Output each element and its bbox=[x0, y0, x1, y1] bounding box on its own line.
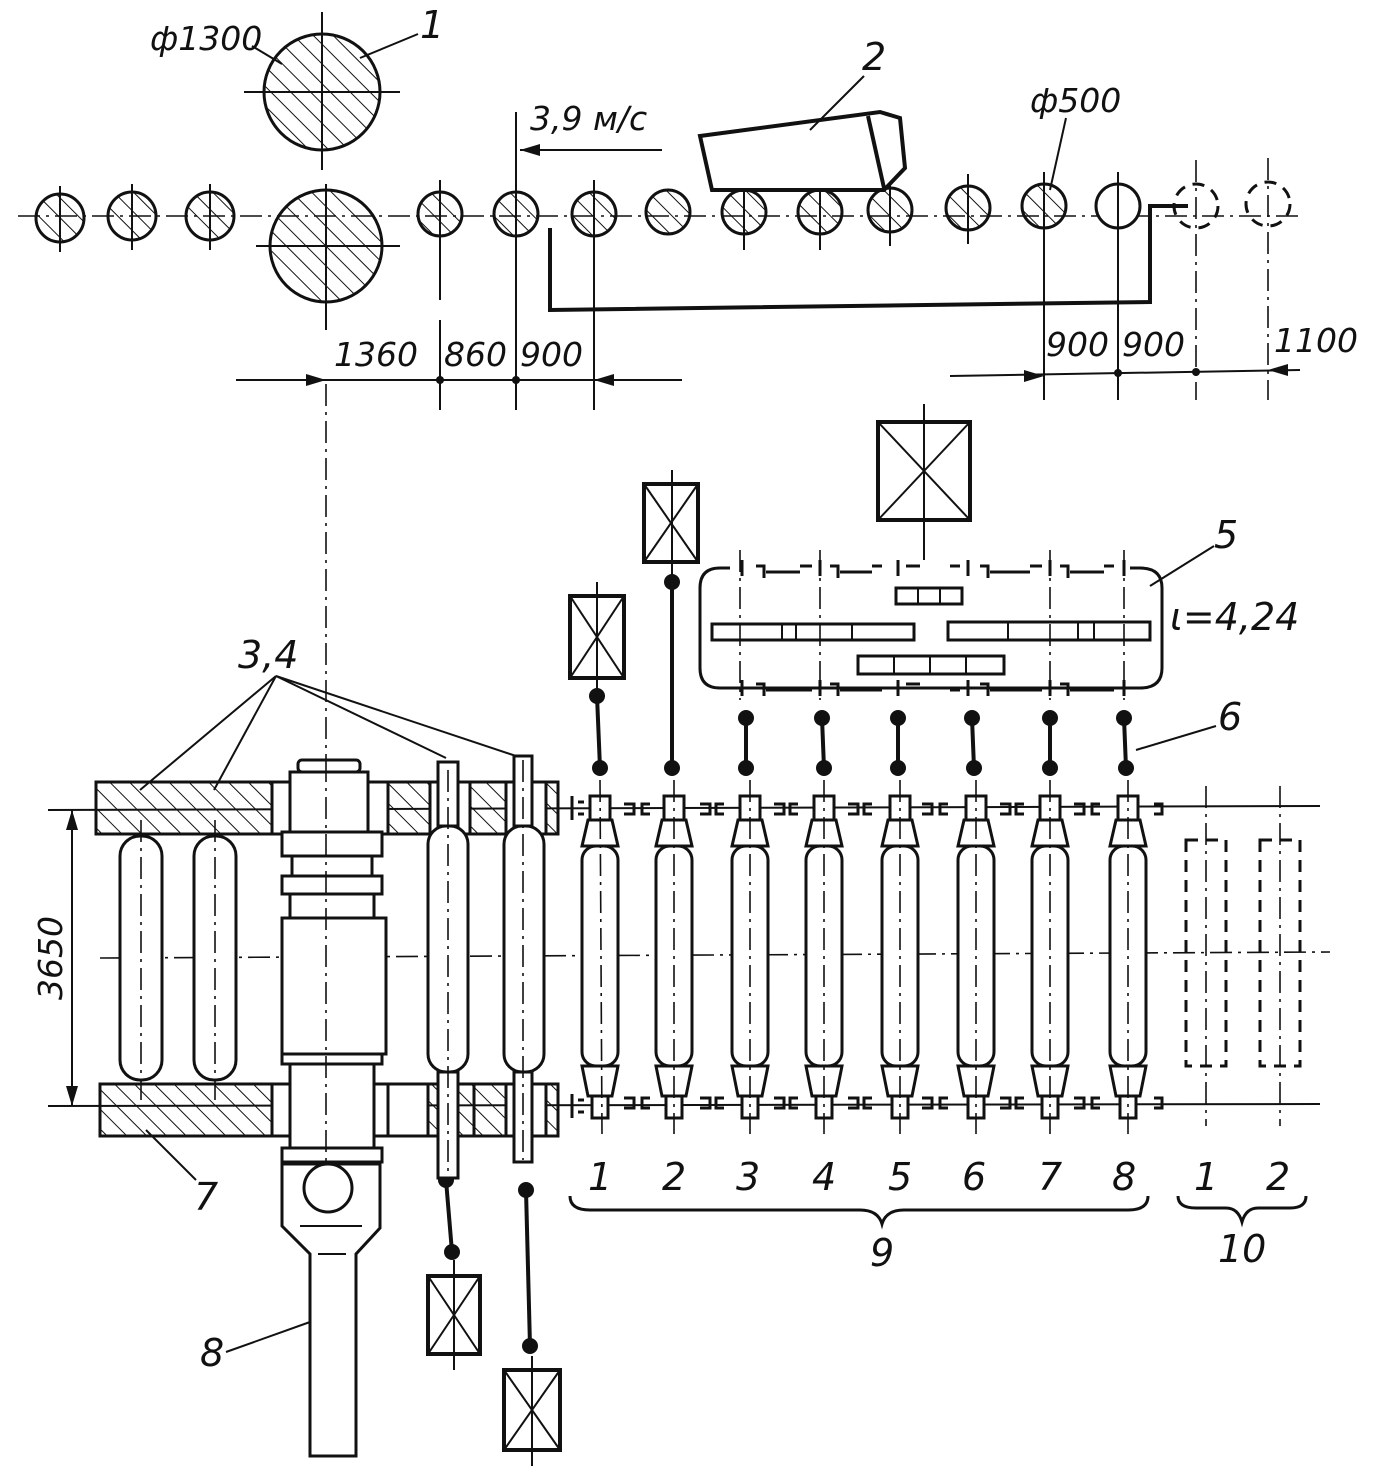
motor-bottom-right bbox=[502, 1356, 562, 1466]
future-roller-2 bbox=[1258, 786, 1302, 1126]
extra-number-1: 1 bbox=[1194, 1155, 1218, 1199]
drive-shaft-1 bbox=[589, 688, 608, 776]
motor-roller-1 bbox=[568, 582, 626, 690]
drive-shaft-bottom-left bbox=[438, 1172, 460, 1260]
diameter-large-label: ф1300 bbox=[150, 19, 262, 58]
dim-1360: 1360 bbox=[334, 335, 418, 374]
roller-r7 bbox=[866, 176, 914, 246]
drive-shaft-6 bbox=[964, 710, 982, 776]
drive-shaft-8 bbox=[1116, 710, 1134, 776]
future-roller-1 bbox=[1184, 786, 1228, 1126]
height-dimension bbox=[66, 810, 78, 1106]
roller-number-8: 8 bbox=[1112, 1155, 1136, 1199]
small-roller-left-2 bbox=[106, 184, 158, 250]
label-ingot-2: 2 bbox=[862, 35, 886, 79]
label-spindle-6: 6 bbox=[1218, 695, 1242, 739]
drive-link bbox=[548, 204, 1188, 313]
dim-1100: 1100 bbox=[1274, 321, 1358, 360]
roller-r9 bbox=[1020, 172, 1068, 400]
table-roller-8 bbox=[1108, 780, 1148, 1134]
extra-number-2: 2 bbox=[1266, 1155, 1290, 1199]
roller-r1 bbox=[416, 180, 464, 300]
roller-dashed-2 bbox=[1244, 158, 1292, 400]
stand-roller-b bbox=[502, 754, 546, 1164]
roller-number-5: 5 bbox=[888, 1155, 912, 1199]
roller-dashed-1 bbox=[1172, 160, 1220, 400]
roller-r2 bbox=[492, 112, 540, 410]
gear-ratio-label: ι=4,24 bbox=[1170, 595, 1299, 639]
work-roll-lower bbox=[256, 184, 400, 330]
table-roller-3 bbox=[730, 780, 770, 1134]
dim-900-right-2: 900 bbox=[1122, 325, 1185, 364]
drive-shaft-7 bbox=[1042, 710, 1058, 776]
drive-shafts bbox=[438, 574, 1134, 1354]
roller-r3 bbox=[570, 180, 618, 410]
table-roller-1 bbox=[580, 779, 620, 1135]
dim-860: 860 bbox=[444, 335, 507, 374]
ingot bbox=[697, 109, 908, 192]
roller-number-7: 7 bbox=[1038, 1155, 1062, 1199]
label-roll-1: 1 bbox=[420, 3, 444, 47]
table-bearings bbox=[570, 796, 1164, 1118]
main-spindle bbox=[280, 1162, 382, 1458]
motor-top-large bbox=[876, 404, 972, 560]
speed-arrow bbox=[520, 144, 662, 156]
brace-group-9 bbox=[568, 1195, 1150, 1230]
dim-900-left: 900 bbox=[520, 335, 583, 374]
roller-number-1: 1 bbox=[588, 1155, 612, 1199]
small-roller-left-3 bbox=[184, 184, 236, 250]
label-3-4-leaders bbox=[139, 675, 517, 791]
drive-shaft-bottom-right bbox=[518, 1182, 538, 1354]
label-3-4: 3,4 bbox=[238, 633, 298, 677]
brace-group-10 bbox=[1176, 1195, 1308, 1228]
label-7: 7 bbox=[194, 1175, 218, 1219]
roller-numbers: 1 2 3 4 5 6 7 8 1 2 bbox=[588, 1155, 1290, 1199]
idle-roller-b bbox=[192, 820, 238, 1100]
motor-roller-2 bbox=[642, 470, 700, 580]
drive-shaft-4 bbox=[814, 710, 832, 776]
table-roller-4 bbox=[804, 780, 844, 1134]
work-roll-upper bbox=[244, 12, 400, 170]
roller-r4 bbox=[644, 188, 692, 236]
main-roll-plan bbox=[280, 758, 388, 1440]
small-roller-left-1 bbox=[34, 186, 86, 252]
dim-900-right-1: 900 bbox=[1046, 325, 1109, 364]
dim-3650: 3650 bbox=[31, 916, 70, 1000]
table-roller-6 bbox=[956, 780, 996, 1134]
roller-number-3: 3 bbox=[736, 1155, 760, 1199]
roller-number-2: 2 bbox=[662, 1155, 686, 1199]
dimension-line-left bbox=[236, 320, 682, 410]
drive-shaft-3 bbox=[738, 710, 754, 776]
table-roller-7 bbox=[1030, 780, 1070, 1134]
roller-r10 bbox=[1094, 172, 1142, 400]
roller-number-6: 6 bbox=[962, 1155, 986, 1199]
label-gearbox-5: 5 bbox=[1214, 513, 1238, 557]
drive-shaft-2 bbox=[664, 574, 680, 776]
label-group-10: 10 bbox=[1218, 1227, 1266, 1271]
top-roller-row bbox=[18, 12, 1300, 410]
label-group-9: 9 bbox=[870, 1231, 894, 1275]
label-8: 8 bbox=[200, 1331, 224, 1375]
table-roller-5 bbox=[880, 780, 920, 1134]
stand-roller-a bbox=[426, 760, 470, 1180]
table-roller-2 bbox=[654, 780, 694, 1134]
dimension-line-right bbox=[949, 364, 1301, 382]
motor-bottom-left bbox=[426, 1260, 482, 1370]
roller-r8 bbox=[944, 174, 992, 244]
roller-number-4: 4 bbox=[812, 1155, 836, 1199]
drive-shaft-5 bbox=[890, 710, 906, 776]
diameter-small-label: ф500 bbox=[1030, 81, 1121, 120]
speed-label: 3,9 м/с bbox=[530, 99, 647, 138]
gearbox bbox=[698, 550, 1164, 700]
idle-roller-a bbox=[118, 820, 164, 1100]
